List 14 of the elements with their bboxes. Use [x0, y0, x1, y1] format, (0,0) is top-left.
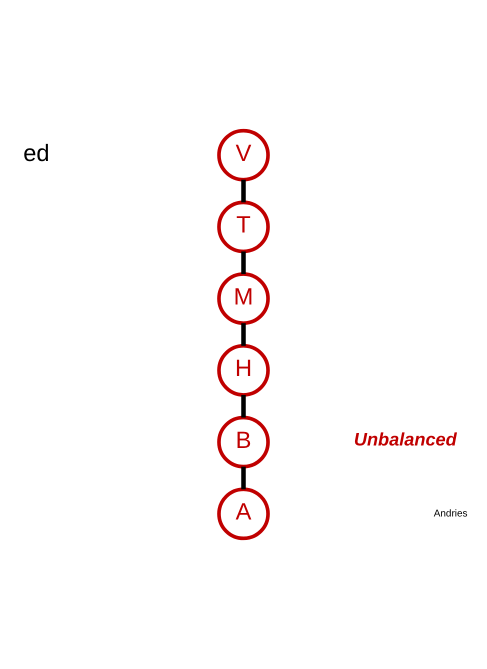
node-circle: A: [217, 488, 270, 540]
node-circle: H: [217, 344, 270, 397]
connector: [241, 394, 246, 418]
node-circle: B: [217, 416, 270, 468]
label: Unbalanced: [354, 430, 457, 450]
connector: [241, 466, 246, 490]
label: Andries: [434, 508, 468, 520]
node-circle: V: [217, 128, 270, 182]
node-circle: T: [217, 200, 270, 254]
connector: [241, 323, 246, 346]
label: ed: [23, 140, 50, 167]
node-circle: M: [217, 272, 270, 325]
connector: [241, 251, 246, 274]
connector: [241, 180, 246, 202]
